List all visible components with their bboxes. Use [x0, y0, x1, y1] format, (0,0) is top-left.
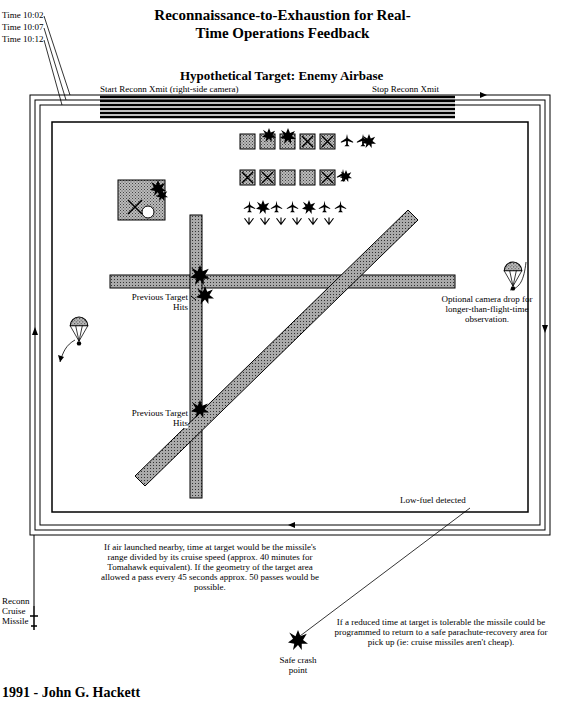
- hit-label: Previous Target Hits: [130, 408, 188, 428]
- flight-note: If air launched nearby, time at target w…: [100, 542, 320, 592]
- hit-label: Previous Target Hits: [130, 292, 188, 312]
- credit: 1991 - John G. Hackett: [2, 684, 140, 701]
- title: Reconnaissance-to-Exhaustion for Real-Ti…: [150, 6, 415, 42]
- missile-label: Reconn Cruise Missile: [2, 596, 30, 626]
- transmit-label: Stop Reconn Xmit: [372, 84, 439, 94]
- fuel-label: Low-fuel detected: [400, 495, 466, 505]
- subtitle: Hypothetical Target: Enemy Airbase: [180, 68, 390, 84]
- time-label: Time 10:07: [2, 22, 43, 32]
- transmit-label: Start Reconn Xmit (right-side camera): [100, 84, 238, 94]
- crash-label: Safe crash point: [270, 655, 326, 675]
- time-label: Time 10:02: [2, 10, 43, 20]
- camera-note: Optional camera drop for longer-than-fli…: [428, 294, 546, 324]
- recovery-note: If a reduced time at target is tolerable…: [330, 617, 552, 647]
- time-label: Time 10:12: [2, 34, 43, 44]
